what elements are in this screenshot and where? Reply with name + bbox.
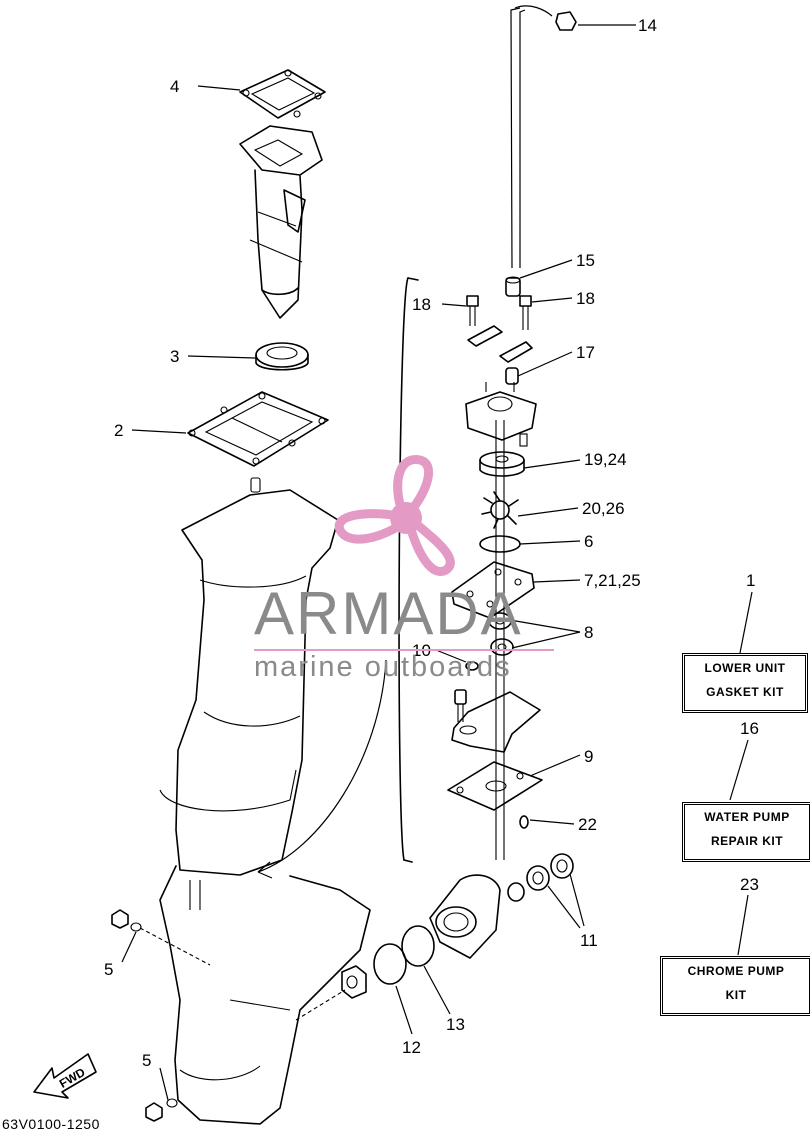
callout-11: 11 <box>580 931 598 950</box>
callout-16: 16 <box>740 719 759 738</box>
callout-8: 8 <box>584 623 593 642</box>
part-20-impeller <box>481 491 519 529</box>
part-5-screws <box>111 909 178 1122</box>
callout-7-21-25: 7,21,25 <box>584 571 641 590</box>
part-14-grommet <box>555 11 577 31</box>
callout-14: 14 <box>638 16 657 35</box>
callout-2: 2 <box>114 421 123 440</box>
part-8-seals <box>488 612 514 656</box>
part-2-gasket <box>187 391 329 493</box>
part-15-grommet <box>505 276 521 297</box>
callout-5-lower: 5 <box>142 1051 151 1070</box>
water-tube <box>510 7 521 269</box>
exhaust-guide <box>239 125 323 319</box>
callout-labels: 4 3 2 5 5 14 15 18 18 17 19,24 20,26 6 7… <box>104 16 759 1070</box>
callout-15: 15 <box>576 251 595 270</box>
part-19-insert <box>479 451 525 477</box>
callout-17: 17 <box>576 343 595 362</box>
callout-5-upper: 5 <box>104 960 113 979</box>
part-17-plates <box>467 325 533 385</box>
lower-unit-housing <box>139 489 371 1125</box>
callout-12: 12 <box>402 1038 421 1057</box>
callout-6: 6 <box>584 532 593 551</box>
callout-10: 10 <box>412 641 431 660</box>
pump-base <box>451 689 541 753</box>
callout-1: 1 <box>746 571 755 590</box>
kit-label-line2: REPAIR KIT <box>710 834 784 848</box>
leader-lines <box>121 24 753 1101</box>
part-9-gasket <box>447 761 543 811</box>
diagram-reference-code: 63V0100-1250 <box>2 1116 100 1132</box>
lower-unit-gasket-kit-box[interactable]: LOWER UNIT GASKET KIT <box>682 653 808 713</box>
kit-label-line2: GASKET KIT <box>706 685 784 699</box>
chrome-pump-kit-box[interactable]: CHROME PUMP KIT <box>660 956 810 1016</box>
callout-23: 23 <box>740 875 759 894</box>
callout-20-26: 20,26 <box>582 499 625 518</box>
callout-9: 9 <box>584 747 593 766</box>
callout-4: 4 <box>170 77 179 96</box>
gear-housing-parts <box>341 853 574 999</box>
shaft-bracket <box>398 277 409 861</box>
routing-arrow <box>257 659 387 873</box>
pump-housing <box>465 382 537 447</box>
callout-18-left: 18 <box>412 295 431 314</box>
kit-label-line1: WATER PUMP <box>704 810 790 824</box>
forward-arrow-icon: FWD <box>33 1053 97 1099</box>
callout-19-24: 19,24 <box>584 450 627 469</box>
kit-label-line1: LOWER UNIT <box>704 661 786 675</box>
kit-label-line2: KIT <box>725 988 747 1002</box>
callout-22: 22 <box>578 815 597 834</box>
callout-3: 3 <box>170 347 179 366</box>
water-pump-repair-kit-box[interactable]: WATER PUMP REPAIR KIT <box>682 802 810 862</box>
callout-13: 13 <box>446 1015 465 1034</box>
part-3-seal <box>255 342 309 371</box>
part-18-bolts <box>466 295 532 330</box>
kit-label-line1: CHROME PUMP <box>687 964 785 978</box>
callout-18-right: 18 <box>576 289 595 308</box>
part-22-pin <box>519 815 529 829</box>
part-6-oring <box>479 535 521 553</box>
part-7-plate <box>451 561 535 619</box>
part-10-ring <box>465 661 479 671</box>
part-4-gasket <box>239 69 326 119</box>
